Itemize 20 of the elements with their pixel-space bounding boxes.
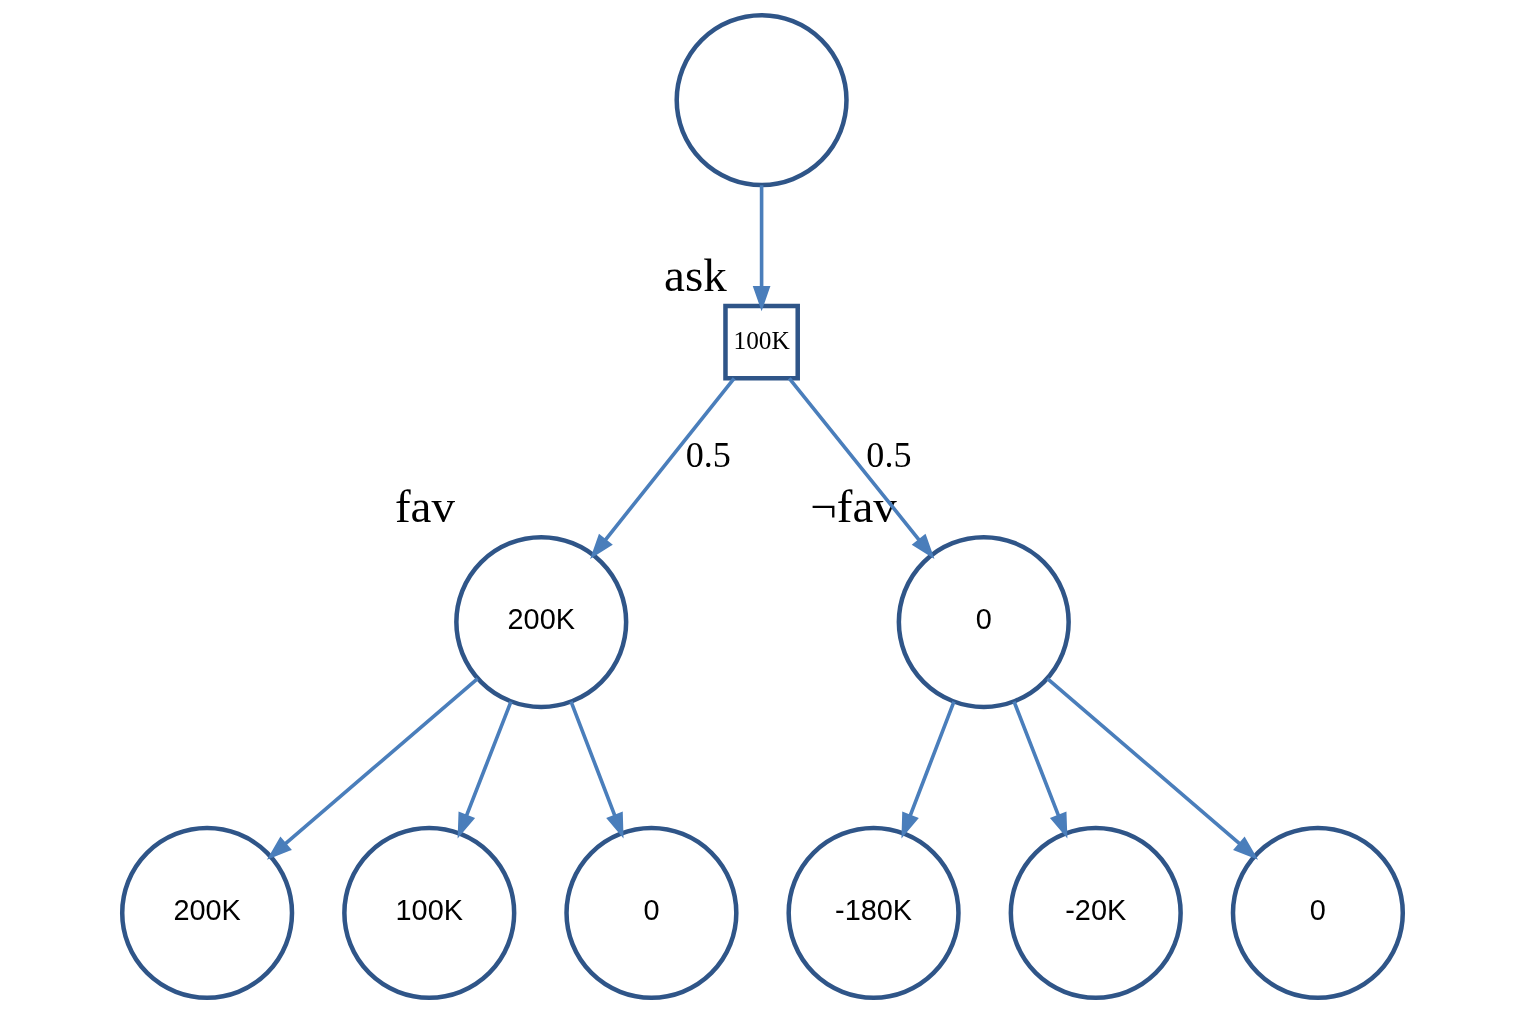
node-box: 100K bbox=[722, 303, 800, 381]
arrow bbox=[752, 185, 770, 312]
node-label: ¬fav bbox=[809, 480, 897, 533]
node-circle: -180K bbox=[785, 825, 961, 1001]
arrow bbox=[568, 700, 624, 839]
arrow bbox=[900, 700, 956, 839]
node-label: fav bbox=[394, 480, 455, 533]
arrow bbox=[589, 377, 736, 559]
edge-label: 0.5 bbox=[685, 434, 731, 475]
arrow bbox=[457, 700, 513, 839]
node-circle: 100K bbox=[341, 825, 516, 1001]
node-circle: 0 bbox=[563, 825, 739, 1001]
arrow bbox=[1011, 700, 1067, 839]
node-label: ask bbox=[663, 249, 727, 302]
arrow bbox=[1045, 677, 1258, 860]
edge-label: 0.5 bbox=[865, 434, 911, 475]
node-circle bbox=[673, 12, 849, 188]
arrow bbox=[787, 377, 934, 559]
node-circle: -20K bbox=[1008, 825, 1183, 1001]
arrow bbox=[266, 677, 479, 860]
